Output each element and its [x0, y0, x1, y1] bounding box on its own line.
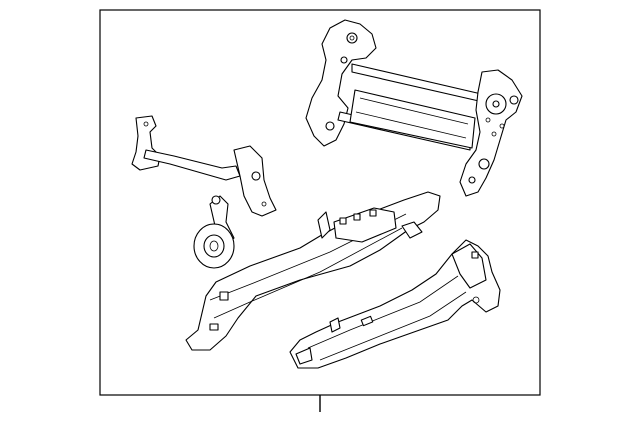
mount-hole [325, 121, 335, 131]
pivot-bolt [346, 32, 358, 44]
track-slot [219, 291, 229, 301]
cable-bracket [131, 115, 277, 217]
left-side-plate [305, 19, 377, 147]
right-seat-track [289, 239, 501, 369]
track-slot [360, 315, 374, 327]
upper-recliner-frame [305, 19, 523, 197]
track-tab [317, 211, 331, 239]
bracket-right-end [233, 145, 277, 217]
recliner-pivot [478, 158, 490, 170]
left-seat-track [185, 191, 441, 351]
track-rail [289, 239, 501, 369]
rear-panel [349, 89, 476, 149]
bracket-left-end [131, 115, 161, 171]
right-side-plate [459, 69, 523, 197]
roller-pulley [193, 195, 235, 269]
track-latch [401, 221, 423, 239]
track-block [333, 207, 397, 243]
